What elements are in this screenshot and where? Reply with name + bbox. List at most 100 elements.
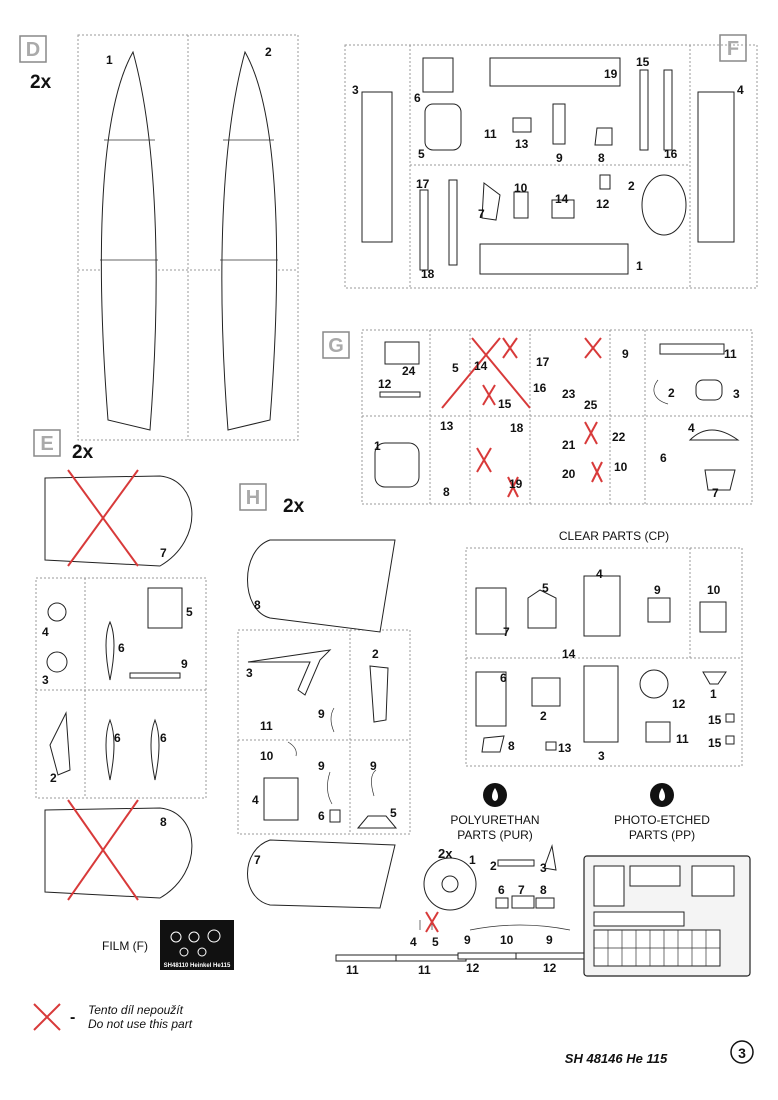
pur-title-1: POLYURETHAN [450,813,539,827]
float-half-right [221,50,278,431]
pur-multiplier: 2x [438,846,453,861]
svg-text:9: 9 [622,347,629,361]
svg-text:7: 7 [518,883,525,897]
svg-text:10: 10 [614,460,628,474]
svg-text:6: 6 [118,641,125,655]
svg-text:1: 1 [469,853,476,867]
svg-text:15: 15 [708,713,722,727]
svg-text:6: 6 [114,731,121,745]
svg-text:11: 11 [724,347,737,361]
h-elevator-7 [247,839,396,909]
film-sheet [160,920,234,970]
sprue-h-multiplier: 2x [283,496,305,517]
svg-text:14: 14 [474,359,488,373]
svg-text:13: 13 [558,741,572,755]
svg-text:4: 4 [252,793,259,807]
svg-text:3: 3 [540,861,547,875]
svg-text:3: 3 [42,673,49,687]
svg-text:11: 11 [676,732,689,746]
svg-text:2: 2 [490,859,497,873]
e-tailplane-8 [44,807,193,899]
sprue-e-badge [33,429,61,457]
svg-text:4: 4 [410,935,417,949]
svg-text:5: 5 [452,361,459,375]
svg-text:15: 15 [636,55,650,69]
svg-text:19: 19 [604,67,618,81]
kit-code: SH 48146 He 115 [565,1051,668,1066]
svg-text:4: 4 [737,83,744,97]
svg-text:3: 3 [598,749,605,763]
svg-text:8: 8 [254,598,261,612]
svg-text:9: 9 [370,759,377,773]
sprue-g: G 24 12 5 14 15 17 16 23 25 9 11 2 3 1 [322,329,753,505]
svg-text:15: 15 [708,736,722,750]
svg-text:22: 22 [612,430,626,444]
svg-text:4: 4 [688,421,695,435]
svg-text:8: 8 [160,815,167,829]
svg-text:8: 8 [540,883,547,897]
svg-text:1: 1 [710,687,717,701]
svg-text:5: 5 [186,605,193,619]
svg-text:12: 12 [596,197,610,211]
svg-text:11: 11 [418,963,431,977]
svg-text:5: 5 [432,935,439,949]
svg-text:8: 8 [443,485,450,499]
legend-cz: Tento díl nepoužít [88,1003,184,1017]
svg-text:9: 9 [318,759,325,773]
svg-text:12: 12 [466,961,480,975]
svg-text:2: 2 [540,709,547,723]
svg-text:20: 20 [562,467,576,481]
svg-text:16: 16 [664,147,678,161]
sprue-g-frame [361,329,753,505]
sprue-g-letter: G [328,335,344,357]
f-floor-3 [361,91,393,243]
svg-text:9: 9 [546,933,553,947]
sprue-d-multiplier: 2x [30,72,52,93]
svg-text:8: 8 [598,151,605,165]
sprue-f-letter: F [727,38,739,60]
svg-text:10: 10 [500,933,514,947]
svg-text:14: 14 [562,647,576,661]
svg-text:2: 2 [50,771,57,785]
film: FILM (F) SH48110 Heinkel He115 [102,920,234,970]
svg-text:9: 9 [464,933,471,947]
svg-text:7: 7 [478,207,485,221]
film-label: FILM (F) [102,939,148,953]
svg-text:13: 13 [515,137,529,151]
svg-text:2: 2 [372,647,379,661]
svg-text:12: 12 [543,961,557,975]
sprue-e-letter: E [40,433,53,455]
svg-text:9: 9 [318,707,325,721]
sprue-e: E 2x 7 4 3 6 5 9 2 6 6 8 [33,429,207,901]
svg-text:11: 11 [346,963,359,977]
clear-parts: CLEAR PARTS (CP) 7 5 4 9 10 14 6 2 3 12 … [465,529,743,767]
float-half-left [100,50,157,431]
sprue-h: H 2x 8 3 2 9 11 10 9 9 4 6 5 7 [237,483,411,909]
svg-text:18: 18 [510,421,524,435]
pe-parts: PHOTO-ETCHED PARTS (PP) [583,783,751,977]
page-number-badge [730,1040,754,1064]
pur-title-2: PARTS (PUR) [457,828,533,842]
svg-text:7: 7 [254,853,261,867]
sprue-g-badge [322,331,350,359]
svg-text:25: 25 [584,398,598,412]
sprue-f-badge [719,34,747,62]
svg-text:17: 17 [536,355,550,369]
svg-text:11: 11 [260,719,273,733]
svg-text:9: 9 [181,657,188,671]
svg-text:2: 2 [668,386,675,400]
svg-text:8: 8 [508,739,515,753]
svg-text:5: 5 [542,581,549,595]
svg-text:6: 6 [660,451,667,465]
svg-text:6: 6 [160,731,167,745]
svg-text:18: 18 [421,267,435,281]
svg-text:15: 15 [498,397,512,411]
sprue-d-badge [19,35,47,63]
svg-text:3: 3 [246,666,253,680]
film-caption: SH48110 Heinkel He115 [164,963,231,969]
clear-parts-title: CLEAR PARTS (CP) [559,529,669,543]
svg-text:10: 10 [514,181,528,195]
part-d-2: 2 [265,45,272,59]
svg-text:3: 3 [352,83,359,97]
